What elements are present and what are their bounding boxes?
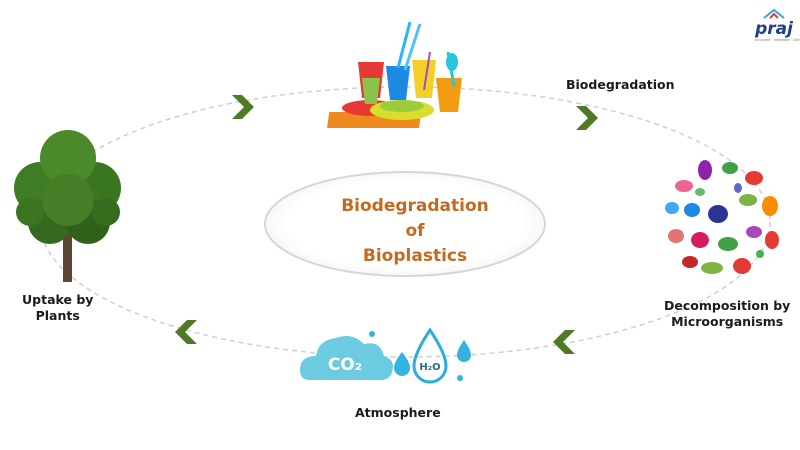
microorganisms-icon xyxy=(665,160,779,274)
cycle-path xyxy=(39,86,771,358)
arrow-top-left xyxy=(232,95,254,119)
logo-mark-icon xyxy=(763,8,785,19)
co2-text: CO₂ xyxy=(328,355,362,375)
co2-cloud-icon: CO₂ xyxy=(300,336,393,380)
center-line: Biodegradation xyxy=(341,196,489,216)
label-line: Uptake by xyxy=(22,292,94,307)
plastic-tableware-icon xyxy=(327,21,462,128)
label-line: Decomposition by xyxy=(664,298,791,313)
arrow-bottom-left xyxy=(175,320,197,344)
label-atmosphere: Atmosphere xyxy=(355,405,441,421)
label-line: Plants xyxy=(35,308,80,323)
center-ellipse xyxy=(264,171,546,277)
center-line: Bioplastics xyxy=(362,246,468,266)
water-drops-icon: H₂O xyxy=(369,327,471,384)
center-line: of xyxy=(405,221,425,241)
logo-tagline: Innovate · Integrate · Deliver xyxy=(755,38,800,42)
label-line: Biodegradation xyxy=(566,77,675,92)
label-line: Microorganisms xyxy=(671,314,784,329)
praj-logo: praj Innovate · Integrate · Deliver xyxy=(755,8,800,43)
label-biodegradation: Biodegradation xyxy=(566,77,675,93)
arrow-bottom-right xyxy=(553,330,575,354)
tree-icon xyxy=(14,130,121,282)
logo-word: praj xyxy=(755,19,793,39)
center-title: Biodegradation of Bioplastics xyxy=(310,194,520,269)
label-uptake: Uptake by Plants xyxy=(22,292,93,324)
label-line: Atmosphere xyxy=(355,405,441,420)
h2o-text: H₂O xyxy=(419,362,440,373)
label-decomposition: Decomposition by Microorganisms xyxy=(664,298,790,330)
arrow-top-right xyxy=(576,106,598,130)
